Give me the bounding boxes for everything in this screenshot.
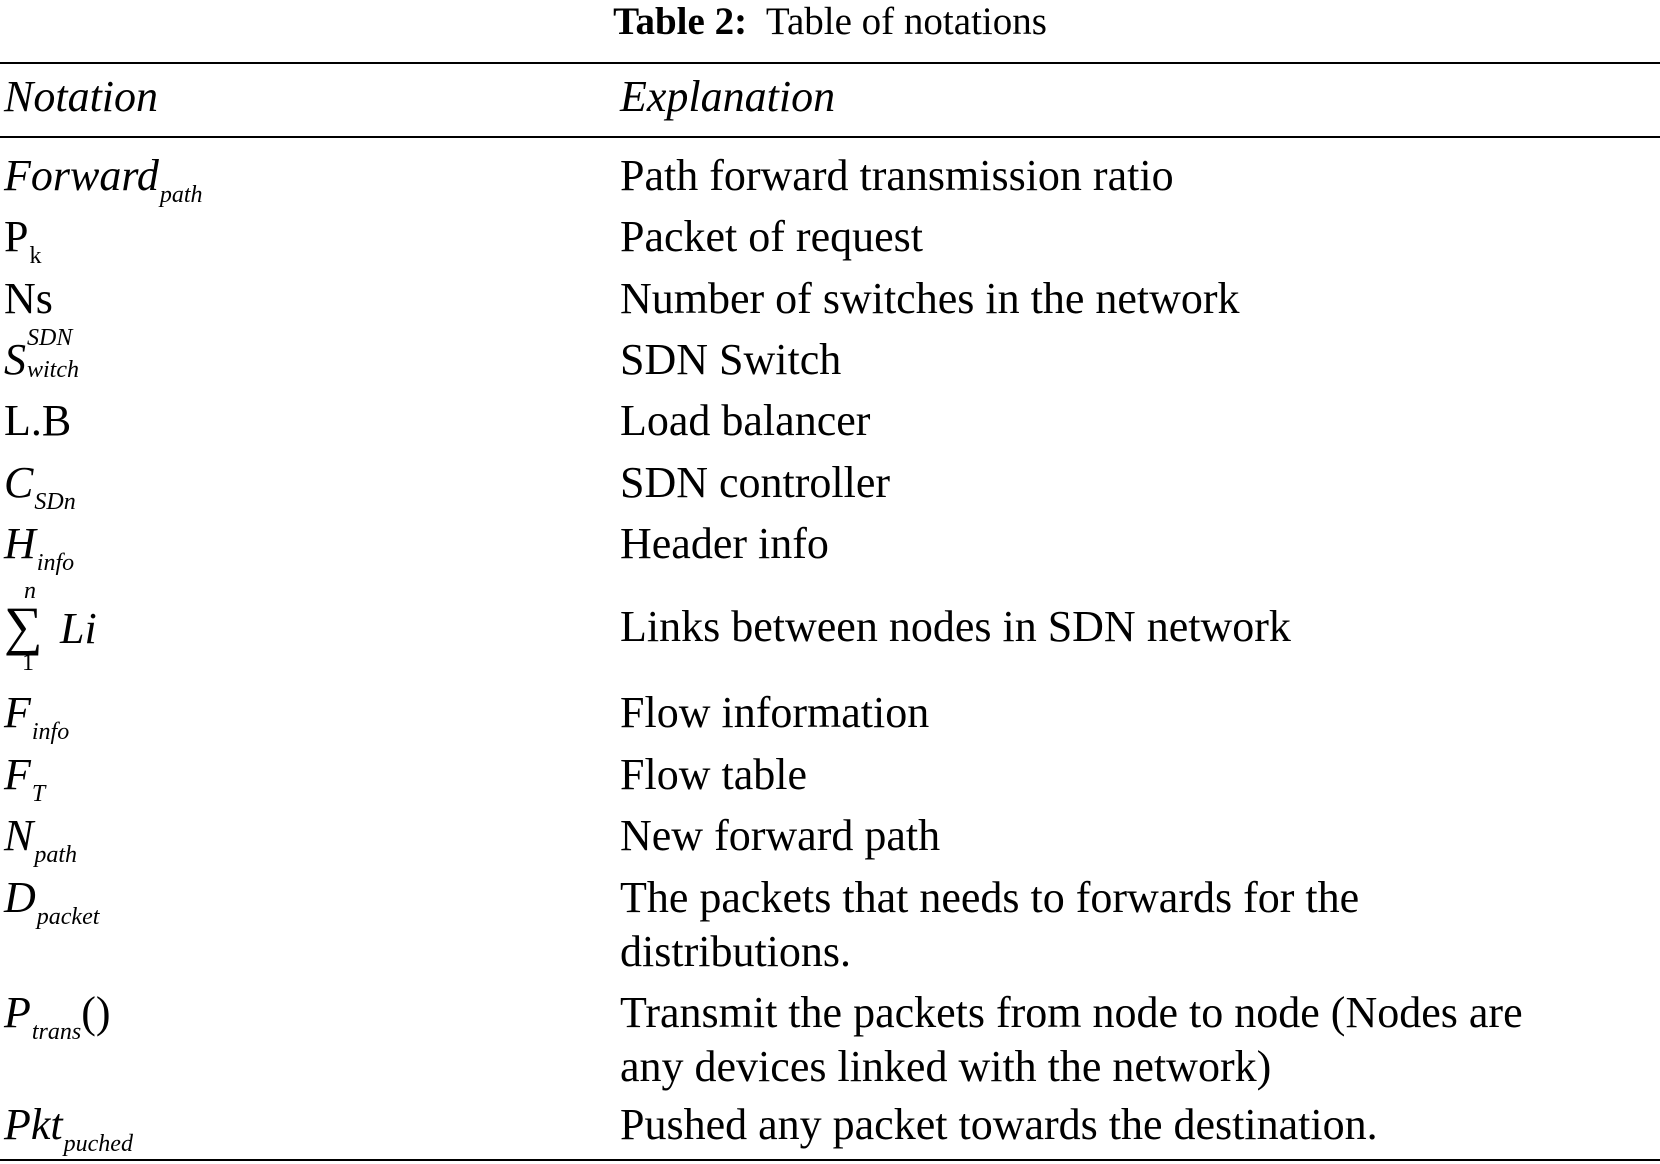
notation-cell: Forwardpath: [4, 149, 203, 210]
notation-cell: Pk: [4, 210, 41, 271]
top-rule: [0, 62, 1660, 64]
notation-suffix: (): [81, 988, 111, 1037]
notation-subscript: witch: [27, 357, 79, 383]
explanation-line: Transmit the packets from node to node (…: [620, 988, 1523, 1037]
notation-cell: CSDn: [4, 456, 76, 517]
explanation-cell: SDN Switch: [620, 335, 842, 384]
notation-subscript: info: [36, 550, 75, 576]
notation-cell: Ptrans(): [4, 986, 111, 1047]
notation-cell: Hinfo: [4, 517, 74, 578]
notation-base: C: [4, 458, 34, 507]
notation-base: H: [4, 519, 36, 568]
explanation-cell: Number of switches in the network: [620, 274, 1240, 323]
summation-notation: n ∑ 1 Li: [4, 578, 154, 678]
explanation-cell: The packets that needs to forwards for t…: [620, 871, 1640, 979]
notation-subscript: SDn: [34, 489, 76, 515]
caption-label: Table 2:: [613, 0, 748, 43]
notation-superscript: SDN: [27, 325, 73, 351]
notation-cell: Dpacket: [4, 871, 99, 932]
notation-base: F: [4, 750, 31, 799]
notation-subscript: packet: [36, 904, 100, 930]
notation-cell: Finfo: [4, 686, 69, 747]
bottom-rule: [0, 1159, 1660, 1161]
caption-text: Table of notations: [765, 0, 1047, 43]
notation-base: Forward: [4, 151, 159, 200]
notation-cell: Npath: [4, 809, 77, 870]
notation-cell: L.B: [4, 396, 72, 445]
notation-subscript: info: [31, 719, 70, 745]
notation-base: P: [4, 988, 31, 1037]
notation-subscript: puched: [63, 1131, 133, 1157]
header-explanation: Explanation: [620, 72, 836, 121]
explanation-cell: Packet of request: [620, 212, 923, 261]
explanation-line: The packets that needs to forwards for t…: [620, 873, 1360, 922]
explanation-cell: Header info: [620, 519, 829, 568]
explanation-line: any devices linked with the network): [620, 1042, 1272, 1091]
table-caption: Table 2: Table of notations: [0, 0, 1660, 44]
summation-term: Li: [60, 604, 97, 653]
explanation-line: distributions.: [620, 927, 852, 976]
notation-subscript: path: [159, 182, 203, 208]
notation-subscript: k: [29, 243, 42, 269]
notation-base: Pkt: [4, 1100, 63, 1149]
explanation-cell: Pushed any packet towards the destinatio…: [620, 1100, 1378, 1149]
notation-base: N: [4, 811, 34, 860]
notation-subscript: path: [34, 842, 78, 868]
notation-base: S: [4, 335, 26, 384]
notation-scripts: SDN witch: [26, 325, 86, 387]
explanation-cell: Load balancer: [620, 396, 871, 445]
summation-sigma: ∑: [4, 596, 43, 656]
notation-subscript: trans: [31, 1019, 82, 1045]
explanation-cell: SDN controller: [620, 458, 891, 507]
notation-cell: FT: [4, 748, 45, 809]
explanation-cell: Links between nodes in SDN network: [620, 602, 1291, 651]
explanation-cell: New forward path: [620, 811, 941, 860]
explanation-cell: Path forward transmission ratio: [620, 151, 1174, 200]
explanation-cell: Flow table: [620, 750, 807, 799]
explanation-cell: Transmit the packets from node to node (…: [620, 986, 1640, 1094]
summation-lower-limit: 1: [22, 650, 34, 676]
header-rule: [0, 136, 1660, 138]
summation-upper-limit: n: [24, 578, 36, 604]
notation-base: F: [4, 688, 31, 737]
notation-base: D: [4, 873, 36, 922]
explanation-cell: Flow information: [620, 688, 930, 737]
notation-cell: Ns: [4, 274, 53, 323]
notation-cell: Pktpuched: [4, 1098, 133, 1159]
notation-base: P: [4, 212, 29, 261]
header-notation: Notation: [4, 72, 159, 121]
notation-subscript: T: [31, 781, 46, 807]
